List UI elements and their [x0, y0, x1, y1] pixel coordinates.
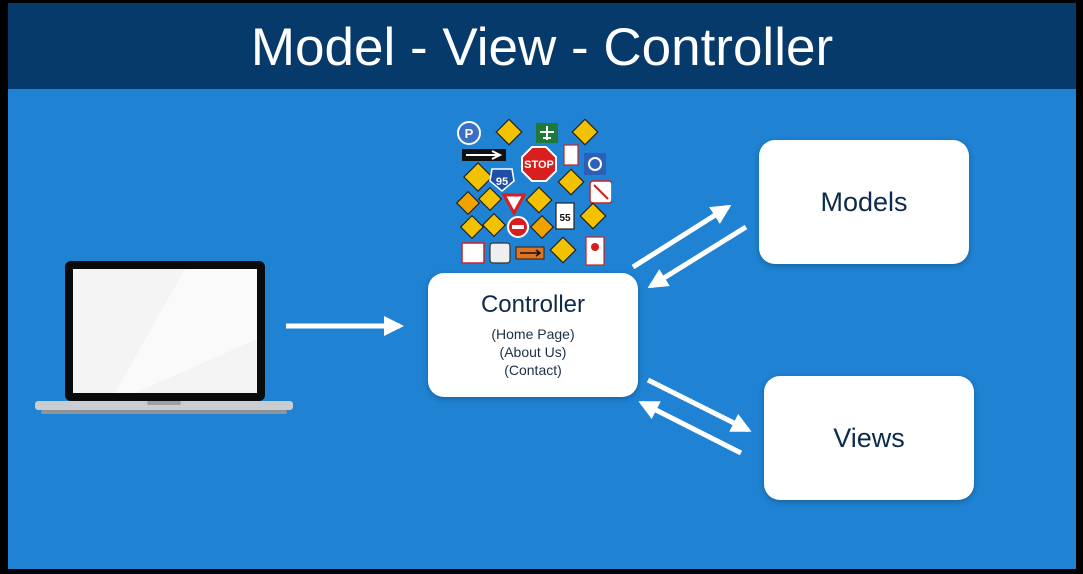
title-bar: Model - View - Controller: [8, 3, 1076, 89]
views-title: Views: [833, 422, 905, 453]
laptop-icon: [35, 261, 293, 414]
controller-to-views-arrow: [646, 377, 752, 433]
controller-to-models-arrow: [631, 204, 732, 270]
views-to-controller-arrow: [638, 400, 743, 456]
accessible-sign-icon: [584, 153, 606, 175]
arrows-layer: [286, 204, 752, 456]
parking-sign-icon: [457, 121, 481, 145]
models-title: Models: [820, 186, 908, 217]
models-to-controller-arrow: [647, 224, 748, 289]
controller-box: Controller (Home Page) (About Us) (Conta…: [428, 273, 638, 397]
svg-text:STOP: STOP: [524, 159, 554, 171]
controller-title: Controller: [480, 291, 586, 318]
interstate-sign-icon: [489, 168, 515, 192]
page-title: Model - View - Controller: [250, 17, 834, 77]
controller-item-about: (About Us): [499, 344, 567, 360]
svg-text:95: 95: [496, 176, 508, 188]
models-box: Models: [759, 140, 969, 264]
warning-sign-icon: [495, 119, 523, 146]
controller-item-contact: (Contact): [504, 362, 562, 378]
stop-sign-icon: [521, 146, 557, 182]
road-signs-image: P STOP 95 55: [455, 119, 612, 266]
svg-text:P: P: [465, 126, 474, 141]
svg-text:55: 55: [559, 213, 571, 224]
views-box: Views: [764, 376, 974, 500]
yield-sign-icon: [501, 193, 527, 217]
slide: Model - View - Controller P STOP 95: [8, 3, 1076, 569]
controller-item-home: (Home Page): [491, 326, 575, 342]
speed-limit-sign-icon: [555, 202, 575, 230]
